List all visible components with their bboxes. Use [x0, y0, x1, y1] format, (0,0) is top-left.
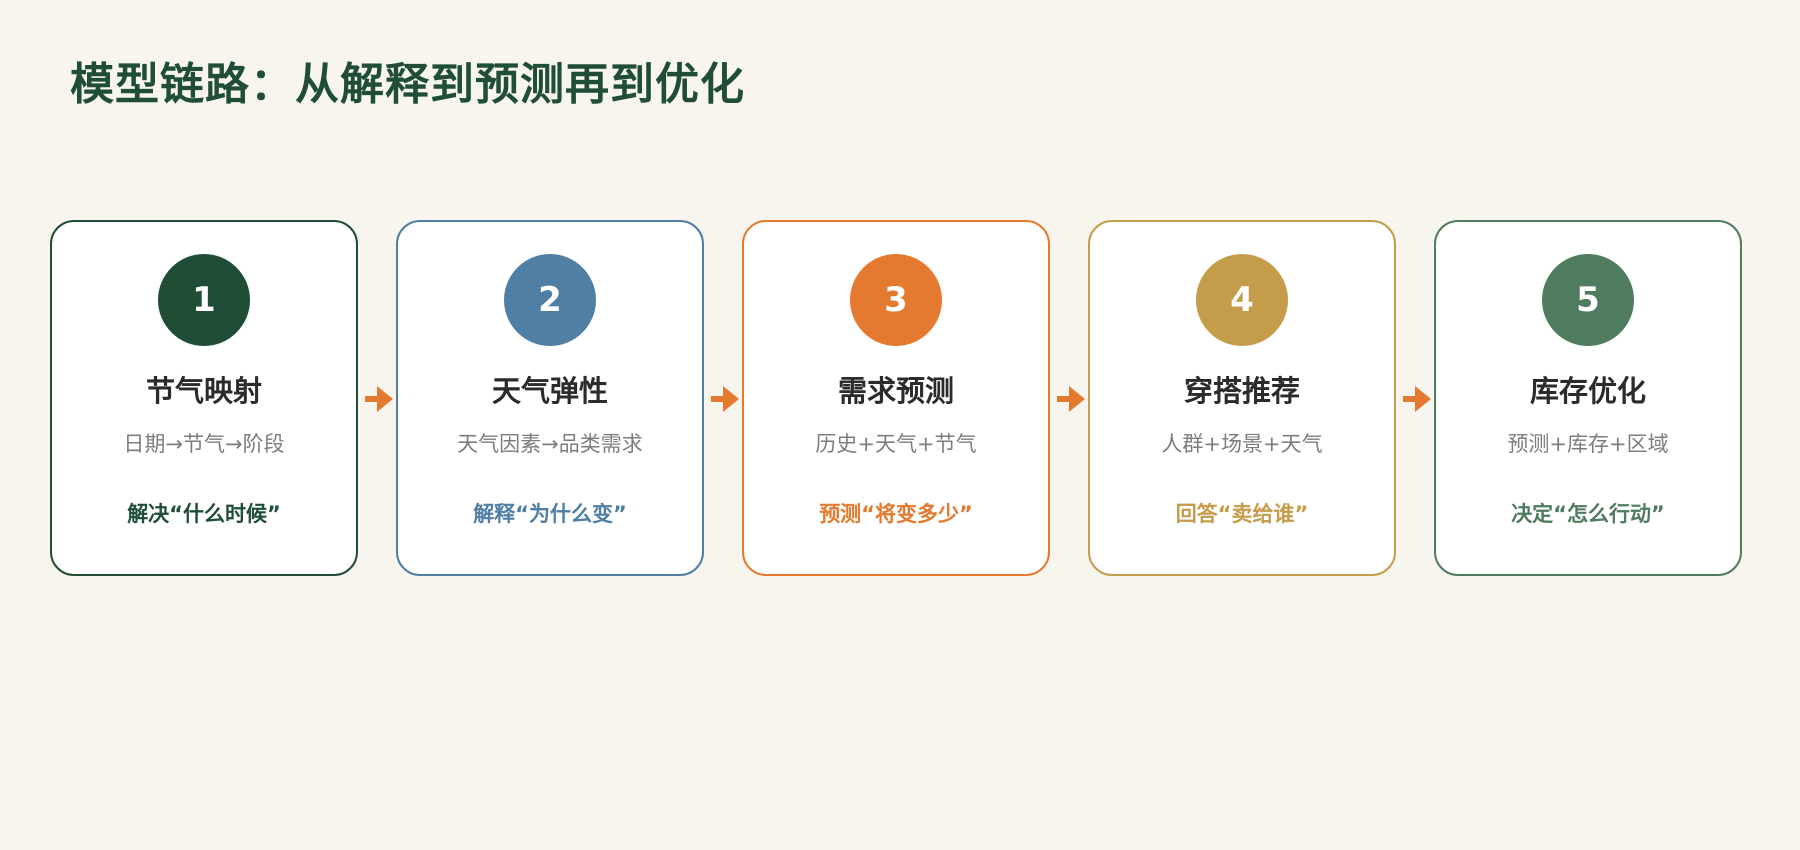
step-purpose: 解决“什么时候” — [127, 502, 281, 526]
step-subtitle: 预测+库存+区域 — [1507, 432, 1669, 456]
step-number-badge: 1 — [158, 254, 250, 346]
step-card-2: 2 天气弹性 天气因素→品类需求 解释“为什么变” — [396, 220, 704, 576]
step-card-5: 5 库存优化 预测+库存+区域 决定“怎么行动” — [1434, 220, 1742, 576]
step-subtitle: 天气因素→品类需求 — [457, 432, 643, 456]
step-purpose: 预测“将变多少” — [819, 502, 973, 526]
step-subtitle: 人群+场景+天气 — [1161, 432, 1323, 456]
step-number-badge: 3 — [850, 254, 942, 346]
step-number-badge: 4 — [1196, 254, 1288, 346]
step-title: 需求预测 — [837, 374, 954, 408]
model-pipeline-flow: 1 节气映射 日期→节气→阶段 解决“什么时候” 2 天气弹性 天气因素→品类需… — [50, 220, 1742, 580]
flow-arrow-icon — [365, 386, 393, 412]
step-title: 天气弹性 — [491, 374, 608, 408]
step-purpose: 决定“怎么行动” — [1511, 502, 1665, 526]
step-card-4: 4 穿搭推荐 人群+场景+天气 回答“卖给谁” — [1088, 220, 1396, 576]
step-subtitle: 历史+天气+节气 — [815, 432, 977, 456]
step-card-1: 1 节气映射 日期→节气→阶段 解决“什么时候” — [50, 220, 358, 576]
step-number-badge: 5 — [1542, 254, 1634, 346]
step-subtitle: 日期→节气→阶段 — [123, 432, 285, 456]
flow-arrow-icon — [1403, 386, 1431, 412]
step-title: 库存优化 — [1529, 374, 1646, 408]
page-title: 模型链路：从解释到预测再到优化 — [70, 59, 745, 110]
flow-arrow-icon — [1057, 386, 1085, 412]
flow-arrow-icon — [711, 386, 739, 412]
step-title: 穿搭推荐 — [1183, 374, 1300, 408]
step-title: 节气映射 — [145, 374, 262, 408]
step-number-badge: 2 — [504, 254, 596, 346]
step-purpose: 回答“卖给谁” — [1175, 502, 1309, 526]
step-card-3: 3 需求预测 历史+天气+节气 预测“将变多少” — [742, 220, 1050, 576]
step-purpose: 解释“为什么变” — [473, 502, 627, 526]
